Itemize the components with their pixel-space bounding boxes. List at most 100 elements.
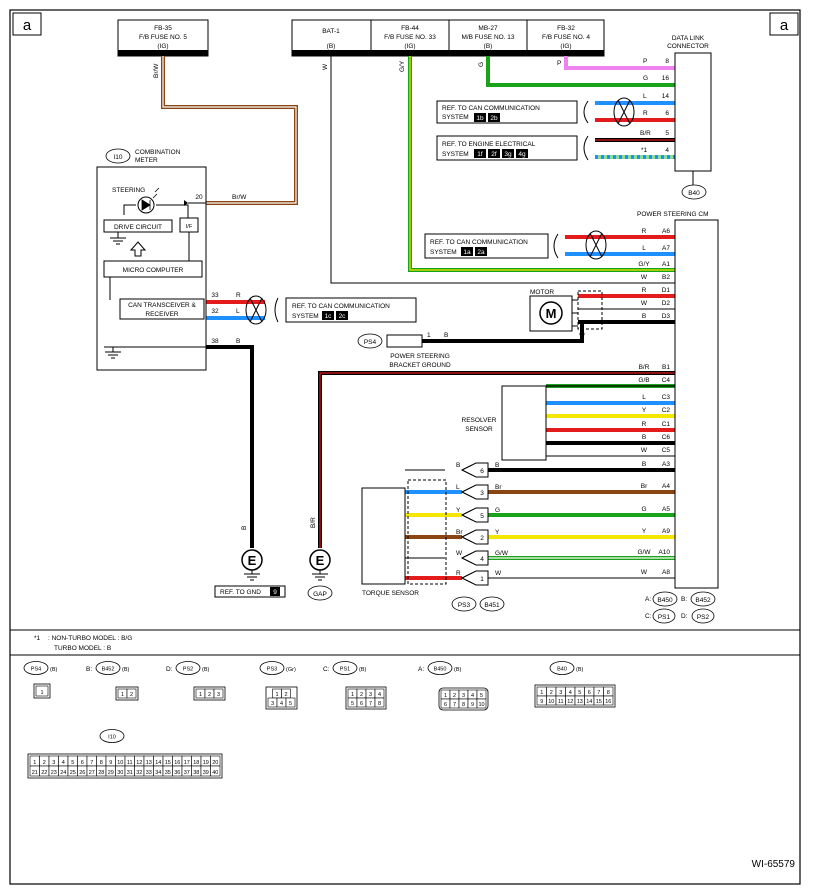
connector-pin-label: 25 [70, 770, 76, 776]
ps-pin-color: W [641, 447, 648, 454]
tq-pin-out-color: B [495, 462, 499, 469]
ps-legend-a-oval [652, 591, 678, 607]
connector-id-oval [23, 661, 49, 675]
dl-pin-4: 4 [665, 147, 669, 154]
wires: Br/W W G/Y G P B/R [153, 56, 675, 580]
connector-pin-label: 34 [155, 770, 161, 776]
tq-pin-number: 4 [480, 556, 484, 563]
connector-pin-label: 24 [60, 770, 66, 776]
ps-legend-a-id: B450 [657, 597, 673, 604]
connector-pin-label: 39 [203, 770, 209, 776]
ps-bracket-ground: PS4 1 B POWER STEERING BRACKET GROUND [357, 331, 585, 369]
connector-pin-label: 4 [569, 690, 572, 696]
tq-pin-chevron [461, 464, 473, 476]
fuse-4-line1: FB-32 [557, 25, 575, 32]
connector-pin-label: 5 [71, 760, 74, 766]
connector-pin-label: 2 [284, 692, 287, 698]
dl-pin-5: 5 [665, 130, 669, 137]
torque-label: TORQUE SENSOR [362, 590, 419, 597]
fuse-bat-line3: (B) [327, 43, 336, 50]
ref-gnd-box [214, 585, 286, 598]
figure-id: WI-65579 [752, 859, 796, 870]
dl-pin-6: 6 [665, 110, 669, 117]
wire-label-meter-gnd: B [241, 526, 248, 530]
connector-pin-label: 7 [369, 701, 372, 707]
connector-pin-label: 6 [360, 701, 363, 707]
ps-pin-color: B [642, 461, 646, 468]
ps4-box [386, 334, 423, 348]
fuse-4-line2: F/B FUSE NO. 4 [542, 34, 590, 41]
connector-pin-label: 2 [453, 693, 456, 699]
ref-can-meter-line1: REF. TO CAN COMMUNICATION [292, 303, 390, 310]
wire-label-brw: Br/W [153, 63, 160, 78]
connector-pin-label: 5 [578, 690, 581, 696]
ps-pin-color: B/R [639, 364, 650, 371]
connector-pin-label: 12 [136, 760, 142, 766]
ref-can-ps-tag1: 1a [463, 249, 471, 256]
meter-title2: METER [135, 157, 158, 164]
connector-pin-label: 1 [121, 692, 124, 698]
combination-meter: I10 COMBINATION METER STEERING 20 Br/W D… [96, 148, 247, 371]
connector-id-oval [259, 661, 285, 675]
fuse-35-line1: FB-35 [154, 25, 172, 32]
ref-can-ps-line1: REF. TO CAN COMMUNICATION [430, 239, 528, 246]
meter-id-oval [105, 148, 131, 164]
ps4-pin: 1 [427, 332, 431, 339]
twist-ps [585, 230, 607, 260]
connector-pin-label: 5 [351, 701, 354, 707]
connector-pin-label: 4 [471, 693, 474, 699]
motor-label: MOTOR [530, 289, 554, 296]
connector-pin-label: 27 [89, 770, 95, 776]
ps-legend-d-oval [691, 608, 715, 624]
meter-steering: STEERING [112, 187, 145, 194]
connector-pin-label: 3 [462, 693, 465, 699]
tq-pin-in-color: R [456, 570, 461, 577]
wire-label-p: P [557, 60, 561, 67]
ps4-line1: POWER STEERING [390, 353, 450, 360]
tq-pin-in-color: B [456, 462, 460, 469]
twist-meter [245, 295, 267, 325]
ref-can-dl-tag1: 1b [476, 115, 484, 122]
ps-pin-color: G/W [638, 549, 652, 556]
tq-pin-number: 1 [480, 576, 484, 583]
tq-pin-out-color: Y [495, 529, 500, 536]
connector-id: B40 [557, 667, 567, 673]
ps-pin-number: A6 [662, 228, 670, 235]
dl-color-5: B/R [640, 130, 651, 137]
connector-color: (Gr) [286, 667, 296, 673]
connector-pin-label: 7 [90, 760, 93, 766]
connector-id: PS4 [31, 667, 41, 673]
meter-pin38-color: B [236, 338, 240, 345]
ground-right-symbol: E [316, 553, 325, 568]
connector-pin-label: 1 [275, 692, 278, 698]
tq-conn2: B451 [484, 602, 500, 609]
connector-pin-label: 7 [597, 690, 600, 696]
connector-pin-label: 30 [117, 770, 123, 776]
ps-pin-color: W [641, 569, 648, 576]
ps-pin-number: A3 [662, 461, 670, 468]
connector-prefix: C: [323, 666, 330, 673]
meter-pin20-color: Br/W [232, 194, 247, 201]
connector-prefix: A: [418, 666, 424, 673]
connector-pin-label: 2 [550, 690, 553, 696]
connector-cell [210, 765, 221, 777]
ps-pin-color: W [641, 300, 648, 307]
ref-engine: REF. TO ENGINE ELECTRICAL SYSTEM 1f 2f 3… [436, 135, 589, 161]
drive-circuit-box [103, 219, 173, 233]
ps-legend-b-prefix: B: [681, 596, 687, 603]
fuse-35-bar [118, 50, 208, 56]
can-transceiver1: CAN TRANSCEIVER & [128, 302, 196, 309]
tq-conn2-oval [479, 596, 505, 612]
connector-prefix: D: [166, 666, 173, 673]
ps-legend-d-id: PS2 [697, 614, 710, 621]
ps-pin-color: R [642, 287, 647, 294]
fuse-33-line1: FB-44 [401, 25, 419, 32]
connector-pin-label: 9 [540, 699, 543, 705]
meter-pin33: 33 [211, 292, 219, 299]
connector-id: I10 [108, 735, 116, 741]
gap-oval [307, 585, 333, 601]
